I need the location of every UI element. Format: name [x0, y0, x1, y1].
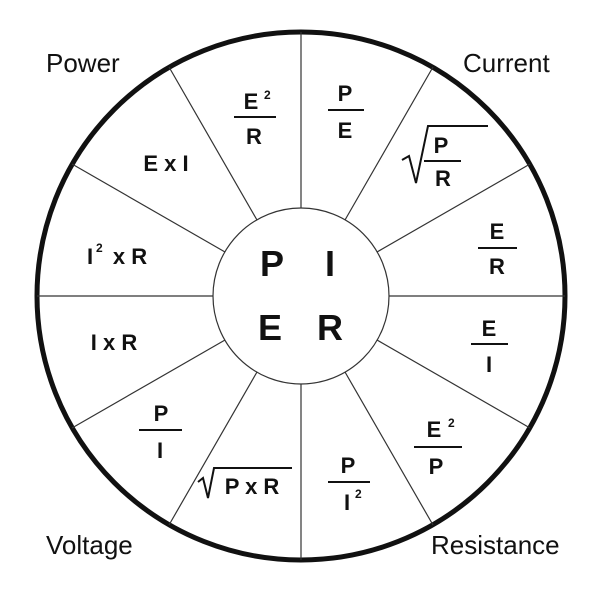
resistance-label: Resistance — [431, 530, 560, 560]
radical-sign — [401, 125, 488, 184]
divider-line — [71, 339, 226, 429]
denominator: R — [435, 166, 451, 191]
denominator: I — [157, 438, 163, 463]
numerator: P — [154, 401, 169, 426]
divider-line — [376, 339, 531, 429]
center-letter-r: R — [317, 307, 343, 348]
current-label: Current — [463, 48, 550, 78]
radical-sign — [197, 467, 292, 499]
denominator: I — [344, 490, 350, 515]
numerator: P — [341, 453, 356, 478]
power-label: Power — [46, 48, 120, 78]
formula-sqrt-p-times-r: P x R — [197, 467, 292, 499]
rest: x R — [113, 244, 147, 269]
formula-p-over-e: P E — [328, 81, 364, 143]
exponent: 2 — [355, 487, 362, 501]
numerator: E — [244, 89, 259, 114]
numerator: E — [427, 417, 442, 442]
formula-e-over-i: E I — [471, 316, 508, 377]
exponent: 2 — [448, 416, 455, 430]
numerator: P — [338, 81, 353, 106]
denominator: R — [246, 124, 262, 149]
divider-line — [376, 163, 531, 253]
inner-circle — [212, 207, 390, 385]
sector-dividers — [37, 32, 565, 560]
formula-e-times-i: E x I — [143, 151, 188, 176]
formula-e-squared-over-r: E 2 R — [234, 88, 276, 149]
formula-e-over-r: E R — [478, 219, 517, 279]
denominator: E — [338, 118, 353, 143]
divider-line — [168, 371, 258, 526]
formula-i-squared-times-r: I 2 x R — [87, 241, 147, 269]
radicand: P x R — [225, 474, 280, 499]
divider-line — [344, 371, 434, 526]
denominator: I — [486, 352, 492, 377]
numerator: E — [490, 219, 505, 244]
formula-p-over-i-squared: P I 2 — [328, 453, 370, 515]
numerator: E — [482, 316, 497, 341]
voltage-label: Voltage — [46, 530, 133, 560]
center-letter-e: E — [258, 307, 282, 348]
denominator: P — [429, 454, 444, 479]
center-letter-i: I — [325, 243, 335, 284]
exponent: 2 — [264, 88, 271, 102]
formula-e-squared-over-p: E 2 P — [414, 416, 462, 479]
divider-line — [168, 66, 258, 221]
formula-sqrt-p-over-r: P R — [401, 125, 488, 191]
exponent: 2 — [96, 241, 103, 255]
center-letter-p: P — [260, 243, 284, 284]
base: I — [87, 244, 93, 269]
divider-line — [344, 66, 434, 221]
denominator: R — [489, 254, 505, 279]
formula-i-times-r: I x R — [91, 330, 138, 355]
numerator: P — [434, 133, 449, 158]
formula-p-over-i: P I — [139, 401, 182, 463]
divider-line — [71, 163, 226, 253]
